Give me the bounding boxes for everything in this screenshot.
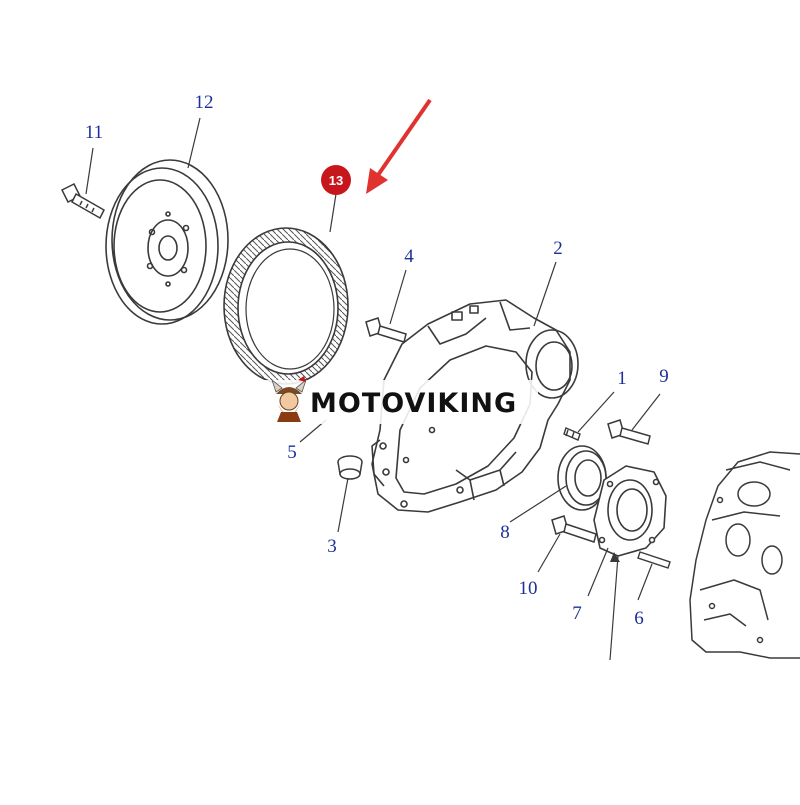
callout-10: 10 — [519, 578, 538, 599]
callout-12: 12 — [195, 92, 214, 113]
watermark: MOTOVIKING — [262, 376, 538, 424]
highlight-badge — [321, 165, 351, 195]
watermark-text: MOTOVIKING — [310, 388, 517, 419]
engine-block-drawing — [689, 451, 800, 659]
housing-bolt-drawing — [365, 317, 407, 343]
seal-retainer-bolt-drawing — [607, 419, 651, 445]
callout-8: 8 — [500, 522, 510, 543]
oil-seal-drawing — [557, 445, 607, 511]
callout-6: 6 — [634, 608, 644, 629]
cover-bolt-drawing — [551, 515, 597, 543]
callout-4: 4 — [404, 246, 414, 267]
leader-lines — [85, 117, 661, 661]
seal-cover-drawing — [593, 465, 667, 557]
callout-1: 1 — [617, 368, 627, 389]
callout-5: 5 — [287, 442, 297, 463]
flywheel-drawing — [105, 159, 229, 325]
leader-arrow-icon — [610, 552, 620, 562]
callout-7: 7 — [572, 603, 582, 624]
viking-logo-icon — [271, 376, 307, 422]
callout-11: 11 — [85, 122, 103, 143]
flywheel-bolt-drawing — [60, 182, 105, 220]
callout-9: 9 — [659, 366, 669, 387]
plug-drawing — [337, 455, 363, 480]
callout-2: 2 — [553, 238, 563, 259]
stud-drawing — [637, 551, 671, 569]
highlight-badge-label: 13 — [329, 173, 343, 188]
highlight-arrow-icon — [366, 98, 432, 194]
callout-3: 3 — [327, 536, 337, 557]
dowel-pin-drawing — [563, 427, 581, 441]
ring-gear-drawing — [223, 227, 349, 385]
